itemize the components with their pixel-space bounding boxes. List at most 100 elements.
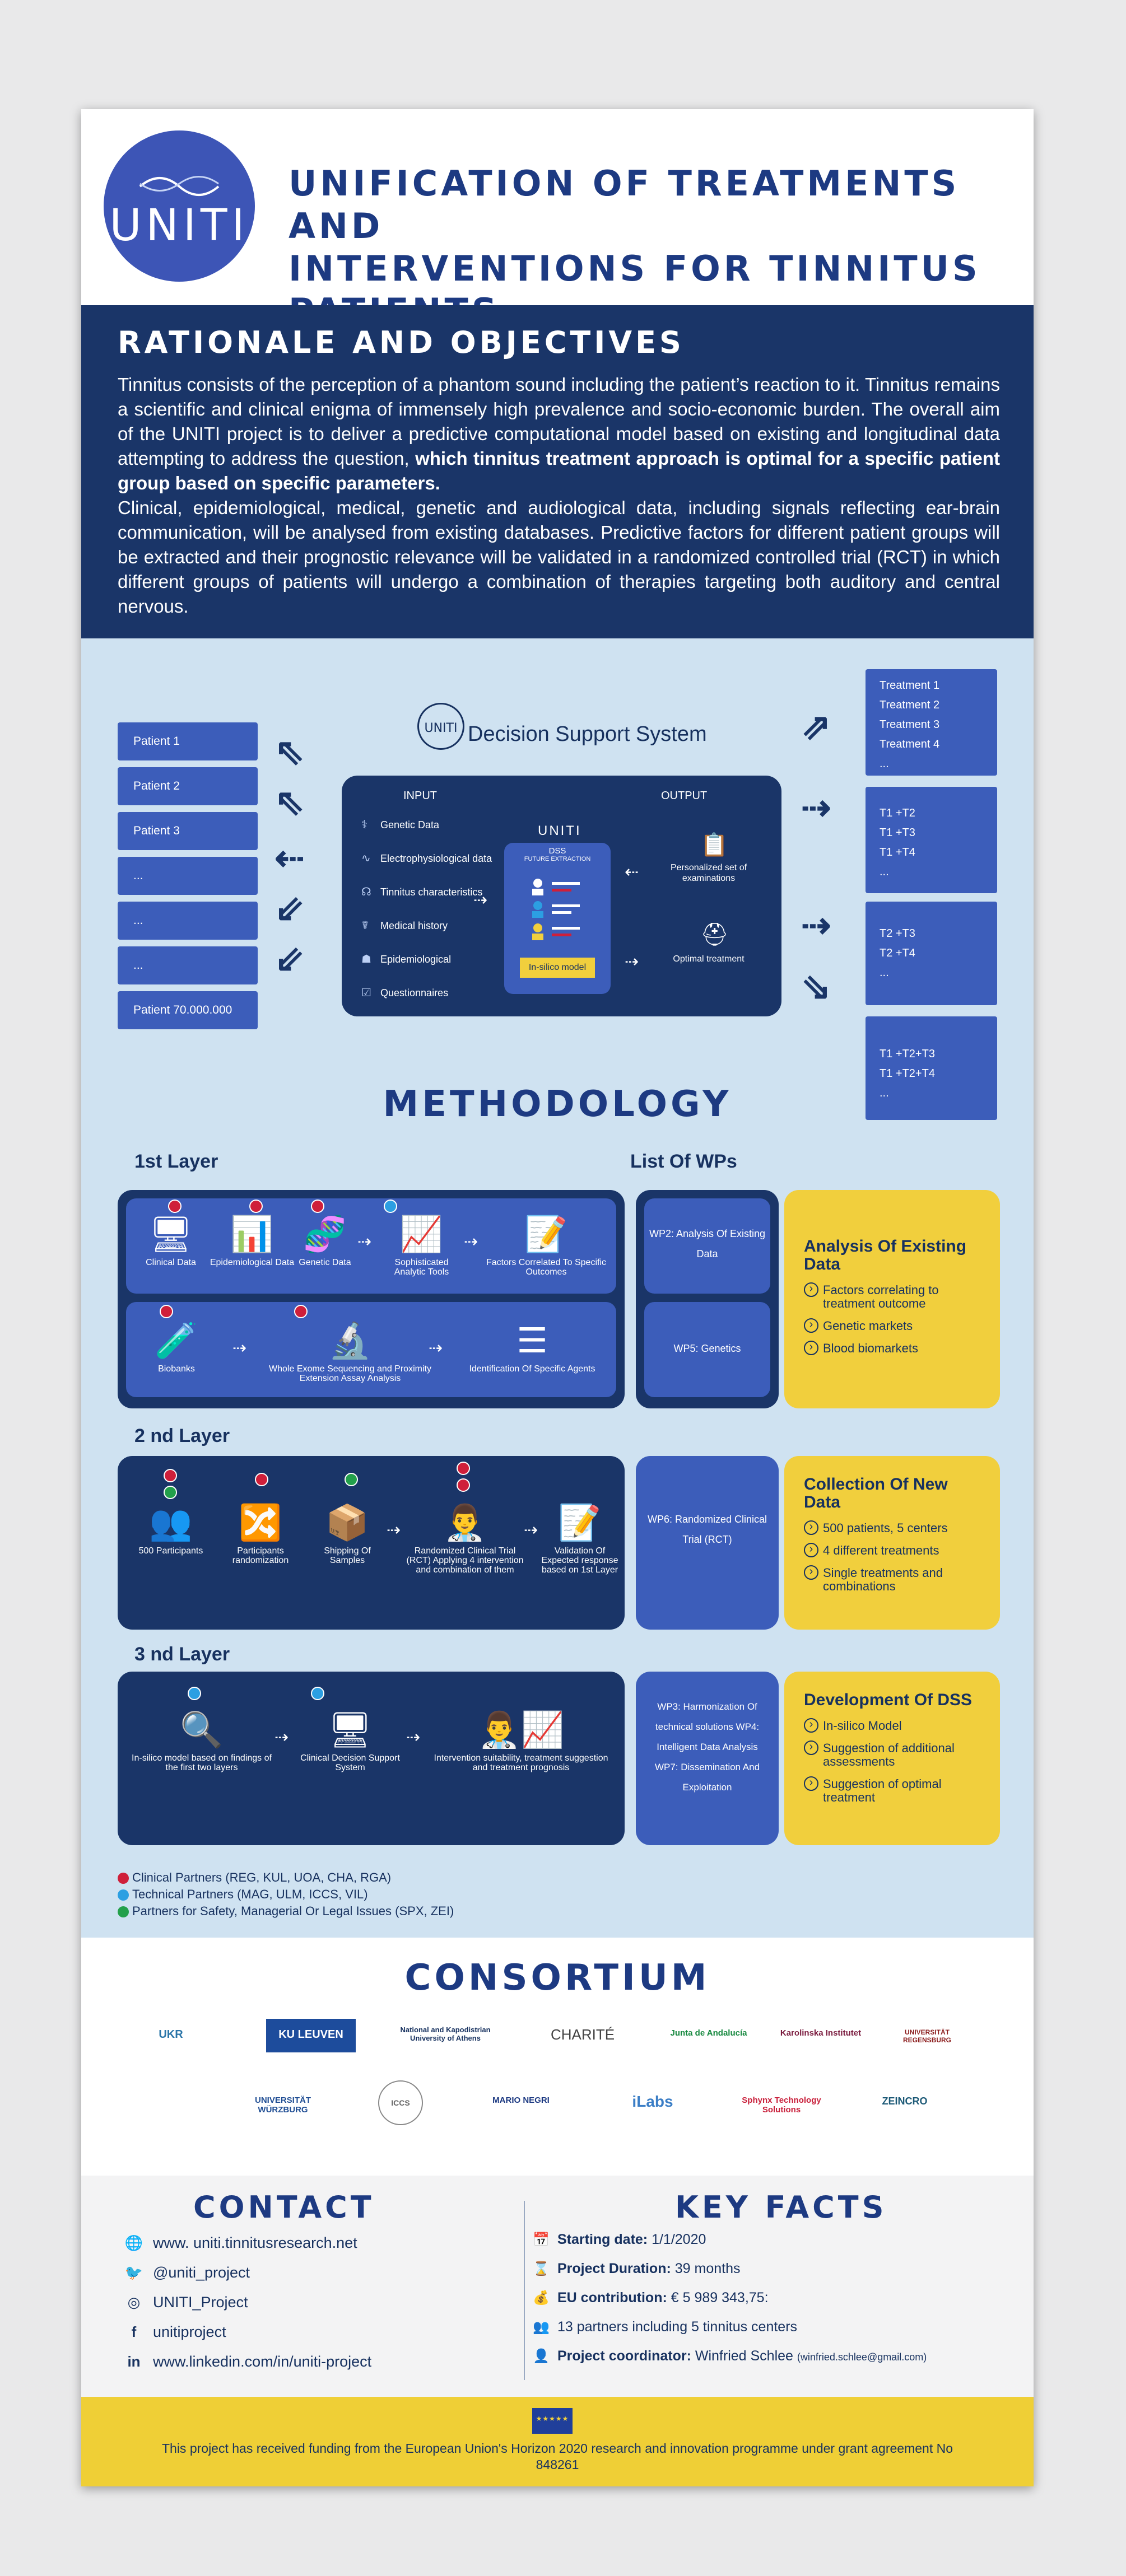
arrow-icon: ⇢ <box>473 891 488 909</box>
contact-text: www.linkedin.com/in/uniti-project <box>153 2353 372 2370</box>
rationale-section: RATIONALE AND OBJECTIVES Tinnitus consis… <box>81 305 1034 638</box>
rationale-p1: Tinnitus consists of the perception of a… <box>118 374 1000 469</box>
step-label: Clinical Decision Support System <box>300 1753 400 1772</box>
clinical-dot <box>168 1200 182 1213</box>
funding-text: This project has received funding from t… <box>161 2441 953 2472</box>
legend-clinical: Clinical Partners (REG, KUL, UOA, CHA, R… <box>118 1870 391 1885</box>
coordinator-email: (winfried.schlee@gmail.com) <box>797 2351 927 2363</box>
step-rct: 👨‍⚕ Randomized Clinical Trial (RCT) Apply… <box>406 1504 524 1575</box>
dashed-arrow-icon: ⇢ <box>387 1521 401 1539</box>
fact-start: 📅Starting date: 1/1/2020 <box>529 2232 706 2248</box>
contact-website[interactable]: 🌐www. uniti.tinnitusresearch.net <box>120 2234 357 2252</box>
step-label: In-silico model based on findings of the… <box>132 1753 272 1772</box>
partner-logo: UKR <box>159 2028 183 2041</box>
input-item: ∿Electrophysiological data <box>361 851 492 865</box>
partner-logo: Junta de Andalucía <box>670 2028 747 2038</box>
step-label: Biobanks <box>158 1364 195 1374</box>
divider <box>524 2201 525 2380</box>
linkedin-icon: in <box>127 2353 141 2370</box>
step-factors: 📝Factors Correlated To Specific Outcomes <box>485 1215 608 1277</box>
clinical-dot <box>457 1462 470 1475</box>
core-sub1: DSS <box>548 846 566 856</box>
treatment-item: ... <box>880 758 889 770</box>
contact-twitter[interactable]: 🐦 @uniti_project <box>120 2264 250 2281</box>
search-profile-icon: 🔍 <box>180 1711 224 1749</box>
logo-text: UNITI <box>109 200 249 251</box>
package-icon: 📦 <box>325 1504 369 1542</box>
clipboard-icon: ☑ <box>361 987 371 999</box>
layer1-row1 <box>126 1198 616 1294</box>
uniti-logo: UNITI <box>104 130 255 282</box>
partner-logo: UNIVERSITÄT REGENSBURG <box>902 2028 951 2044</box>
treatment-item: T2 +T4 <box>880 947 915 959</box>
legend-label: Clinical Partners (REG, KUL, UOA, CHA, R… <box>132 1870 392 1884</box>
yellow-collection: Collection Of New Data 500 patients, 5 c… <box>784 1456 1000 1630</box>
fact-coordinator: 👤Project coordinator: Winfried Schlee (w… <box>529 2348 927 2364</box>
wp5-box: WP5: Genetics <box>644 1302 770 1397</box>
dashed-arrow-icon: ⇢ <box>357 1233 372 1251</box>
contact-instagram[interactable]: ◎ UNITI_Project <box>120 2294 248 2311</box>
contact-text: unitiproject <box>153 2323 226 2340</box>
layer1-heading: 1st Layer <box>134 1151 218 1172</box>
partner-logo: ZEINCRO <box>882 2096 928 2107</box>
step-clinical-dss: 🖥Clinical Decision Support System <box>300 1711 401 1772</box>
fact-value: 13 partners including 5 tinnitus centers <box>557 2319 798 2335</box>
contact-text: @uniti_project <box>153 2264 250 2281</box>
partner-logo: Karolinska Institutet <box>780 2028 862 2038</box>
input-item: ☗Epidemiological <box>361 952 451 966</box>
partner-logo: MARIO NEGRI <box>492 2096 550 2105</box>
funding-footer: ★★★★★ This project has received funding … <box>81 2397 1034 2486</box>
step-sequencing: 🔬 Whole Exome Sequencing and Proximity Ex… <box>266 1322 434 1383</box>
patient-box: ... <box>118 902 258 940</box>
step-label: Epidemiological Data <box>210 1258 295 1267</box>
step-participants: 👥500 Participants <box>129 1504 213 1556</box>
contact-text: UNITI_Project <box>153 2294 248 2311</box>
step-label: Participants randomization <box>232 1546 289 1565</box>
clinical-dot <box>457 1478 470 1492</box>
clinical-dot <box>294 1305 308 1318</box>
legend-label: Partners for Safety, Managerial Or Legal… <box>132 1904 454 1918</box>
layer3-heading: 3 nd Layer <box>134 1644 230 1665</box>
list-icon: ☰ <box>517 1322 548 1360</box>
shuffle-icon: 🔀 <box>239 1504 282 1542</box>
contact-heading: CONTACT <box>193 2190 375 2225</box>
dashed-arrow-icon: ⇢ <box>274 1728 289 1747</box>
instagram-icon: ◎ <box>127 2294 141 2311</box>
contact-linkedin[interactable]: in www.linkedin.com/in/uniti-project <box>120 2353 371 2370</box>
twitter-icon: 🐦 <box>124 2264 143 2281</box>
calendar-icon: 📅 <box>533 2232 550 2247</box>
treatment-box: T1 +T2+T3 T1 +T2+T4 ... <box>866 1016 997 1120</box>
step-label: 500 Participants <box>138 1546 203 1556</box>
doctor-chart-icon: 👨‍⚕📈 <box>477 1711 565 1749</box>
microscope-icon: 🔬 <box>328 1322 372 1360</box>
fact-duration: ⌛Project Duration: 39 months <box>529 2261 740 2277</box>
step-label: Randomized Clinical Trial (RCT) Applying… <box>406 1546 524 1575</box>
checklist-icon: 📋 <box>700 833 728 857</box>
input-label-text: Epidemiological <box>380 954 452 965</box>
treatment-item: Treatment 4 <box>880 738 940 750</box>
step-label: Whole Exome Sequencing and Proximity Ext… <box>269 1364 431 1383</box>
dss-dev-title: Development Of DSS <box>804 1691 973 1709</box>
dashboard-icon: 📊 <box>230 1215 274 1254</box>
treatment-box: T2 +T3 T2 +T4 ... <box>866 902 997 1005</box>
fact-label: Project Duration: <box>557 2261 671 2276</box>
partner-logo: CHARITÉ <box>550 2026 615 2043</box>
patient-box: Patient 3 <box>118 812 258 850</box>
ear-icon: ☊ <box>361 886 371 898</box>
step-label: Sophisticated Analytic Tools <box>394 1258 449 1277</box>
doctor-icon: 👨‍⚕ <box>443 1504 487 1542</box>
patient-box: Patient 70.000.000 <box>118 991 258 1029</box>
wp-list-heading: List Of WPs <box>630 1151 737 1172</box>
analysis-item: Genetic markets <box>804 1318 989 1333</box>
fact-partners: 👥13 partners including 5 tinnitus center… <box>529 2319 797 2335</box>
step-label: Intervention suitability, treatment sugg… <box>434 1753 608 1772</box>
globe-icon: 🌐 <box>124 2234 143 2251</box>
methodology-heading: METHODOLOGY <box>383 1084 732 1125</box>
wave-icon <box>139 176 220 196</box>
input-item: ☤Medical history <box>361 918 448 932</box>
treatment-box: Treatment 1 Treatment 2 Treatment 3 Trea… <box>866 669 997 776</box>
step-label: Validation Of Expected response based on… <box>541 1546 618 1575</box>
step-label: Clinical Data <box>146 1258 196 1267</box>
step-shipping: 📦Shipping Of Samples <box>308 1504 387 1565</box>
